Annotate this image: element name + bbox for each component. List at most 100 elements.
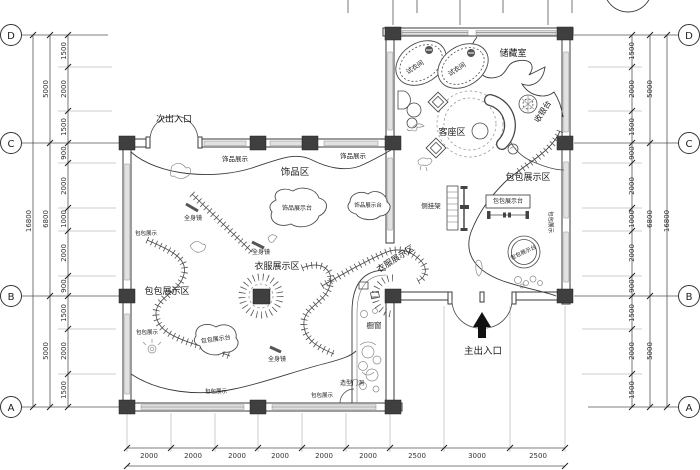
mirror-icon [269,345,282,354]
entrance-arrow-icon [473,312,491,327]
figure-doodle [189,241,206,253]
clothing-area-label: 衣服展示区 [254,260,299,272]
dim-ticks [29,31,671,470]
dimension-value: 900 [628,279,636,292]
fixtures [142,40,565,404]
doors [145,115,517,338]
radial-rack [238,273,284,319]
accessory-table-label: 饰品展示台 [282,204,312,212]
show-window-label: 橱窗 [367,320,382,330]
dimension-value: 1500 [628,42,636,60]
grid-bubble-c: C [8,139,15,150]
entrance-arrow-icon [478,327,486,338]
dimension-value: 900 [60,279,68,292]
bag-display-fixtures [446,185,543,289]
dimension-value: 6800 [646,210,654,228]
fitting-room-1 [395,40,447,86]
grid-bubble-b: B [8,292,15,303]
dimension-value: 1500 [628,304,636,322]
dimension-value: 5000 [42,80,50,98]
grid-bubble-b: B [686,292,693,303]
dimension-value: 1000 [628,210,636,228]
clothing-area-label: 衣服展示区 [375,242,417,275]
show-window [339,269,387,404]
dimension-value: 1500 [628,118,636,136]
grid-bubble-a: A [686,403,693,414]
main-entrance-label: 主出入口 [464,345,502,357]
bag-display-label: 包包展示 [547,211,555,234]
flower-cluster [514,275,543,289]
dimension-value: 2000 [628,244,636,262]
figure-doodle [170,163,191,179]
animal-doodle [417,157,433,172]
round-bag-table [507,235,541,269]
dimension-value: 2000 [359,452,377,460]
dimension-lines: 1500 2000 1500 900 2000 1000 2000 900 1500 2000 15… [25,31,671,470]
dimension-value: 5000 [646,80,654,98]
dimension-value: 2000 [315,452,333,460]
seating-area-furniture [425,90,516,159]
bag-table-label: 包包展示台 [493,197,523,205]
dimension-value: 1500 [628,381,636,399]
dimension-value: 1500 [60,42,68,60]
dimension-value: 1500 [60,304,68,322]
mirror-label: 全身镜 [184,214,202,222]
bag-display-label: 包包展示 [135,229,158,237]
wall-decor [397,90,433,172]
dimension-value: 2000 [60,244,68,262]
dimension-value: 5000 [646,342,654,360]
bird-doodle [406,123,425,132]
doodles [142,163,278,354]
main-door-leaf [483,299,513,329]
seating-area-label: 客座区 [438,126,465,138]
bag-display-label: 包包展示 [205,387,228,395]
shaped-opening-arc [339,388,355,404]
mirror-icon [185,202,199,213]
right-detail-dims: 1500 2000 1500 900 2000 1000 2000 900 1500 2000 15… [628,42,636,399]
cutoff-grid-bubble [606,0,650,13]
shaped-opening-label: 造型门洞 [340,379,364,387]
left-detail-dims: 1500200015009002000100020009001500200015… [60,42,68,399]
bag-display-label: 包包展示 [311,391,334,399]
accessory-display-label: 饰品展示 [340,151,367,160]
side-rack-shelf [446,185,459,231]
total-height-dim: 16800 [663,210,671,232]
mirror-label: 全身镜 [252,248,270,256]
accessory-display-label: 饰品展示 [222,154,249,163]
accessory-area-label: 饰品区 [281,166,310,178]
interior-column [252,288,271,305]
right-group-dims: 5000 6800 5000 [646,80,654,360]
dimension-value: 2000 [140,452,158,460]
dimension-value: 1000 [60,210,68,228]
bag-area-label: 包包展示区 [144,285,189,297]
dimension-value: 2000 [184,452,202,460]
display-tables [193,187,391,356]
dimension-value: 900 [628,146,636,159]
fitting-room-2 [437,43,489,89]
dimension-value: 2000 [628,177,636,195]
grid-bubbles: D C B A D C B A [0,24,700,418]
hanger-doodle [267,234,278,243]
dimension-value: 2000 [60,177,68,195]
secondary-door-leaf [173,115,199,141]
grid-lines [21,0,679,408]
dimension-value: 2500 [408,452,426,460]
main-door-leaf [451,299,481,329]
total-height-dim: 16800 [25,210,33,232]
dimension-value: 2000 [228,452,246,460]
columns [118,26,574,415]
dimension-value: 2000 [628,342,636,360]
dimension-value: 2000 [60,80,68,98]
grid-bubble-a: A [8,403,15,414]
secondary-door-leaf [149,115,175,141]
dimension-value: 5000 [42,342,50,360]
bag-display-label: 包包展示 [136,328,159,336]
secondary-entrance-label: 次出入口 [156,113,192,125]
grid-bubble-d: D [7,31,15,42]
grid-bubble-d: D [685,31,693,42]
dimension-value: 2000 [628,80,636,98]
